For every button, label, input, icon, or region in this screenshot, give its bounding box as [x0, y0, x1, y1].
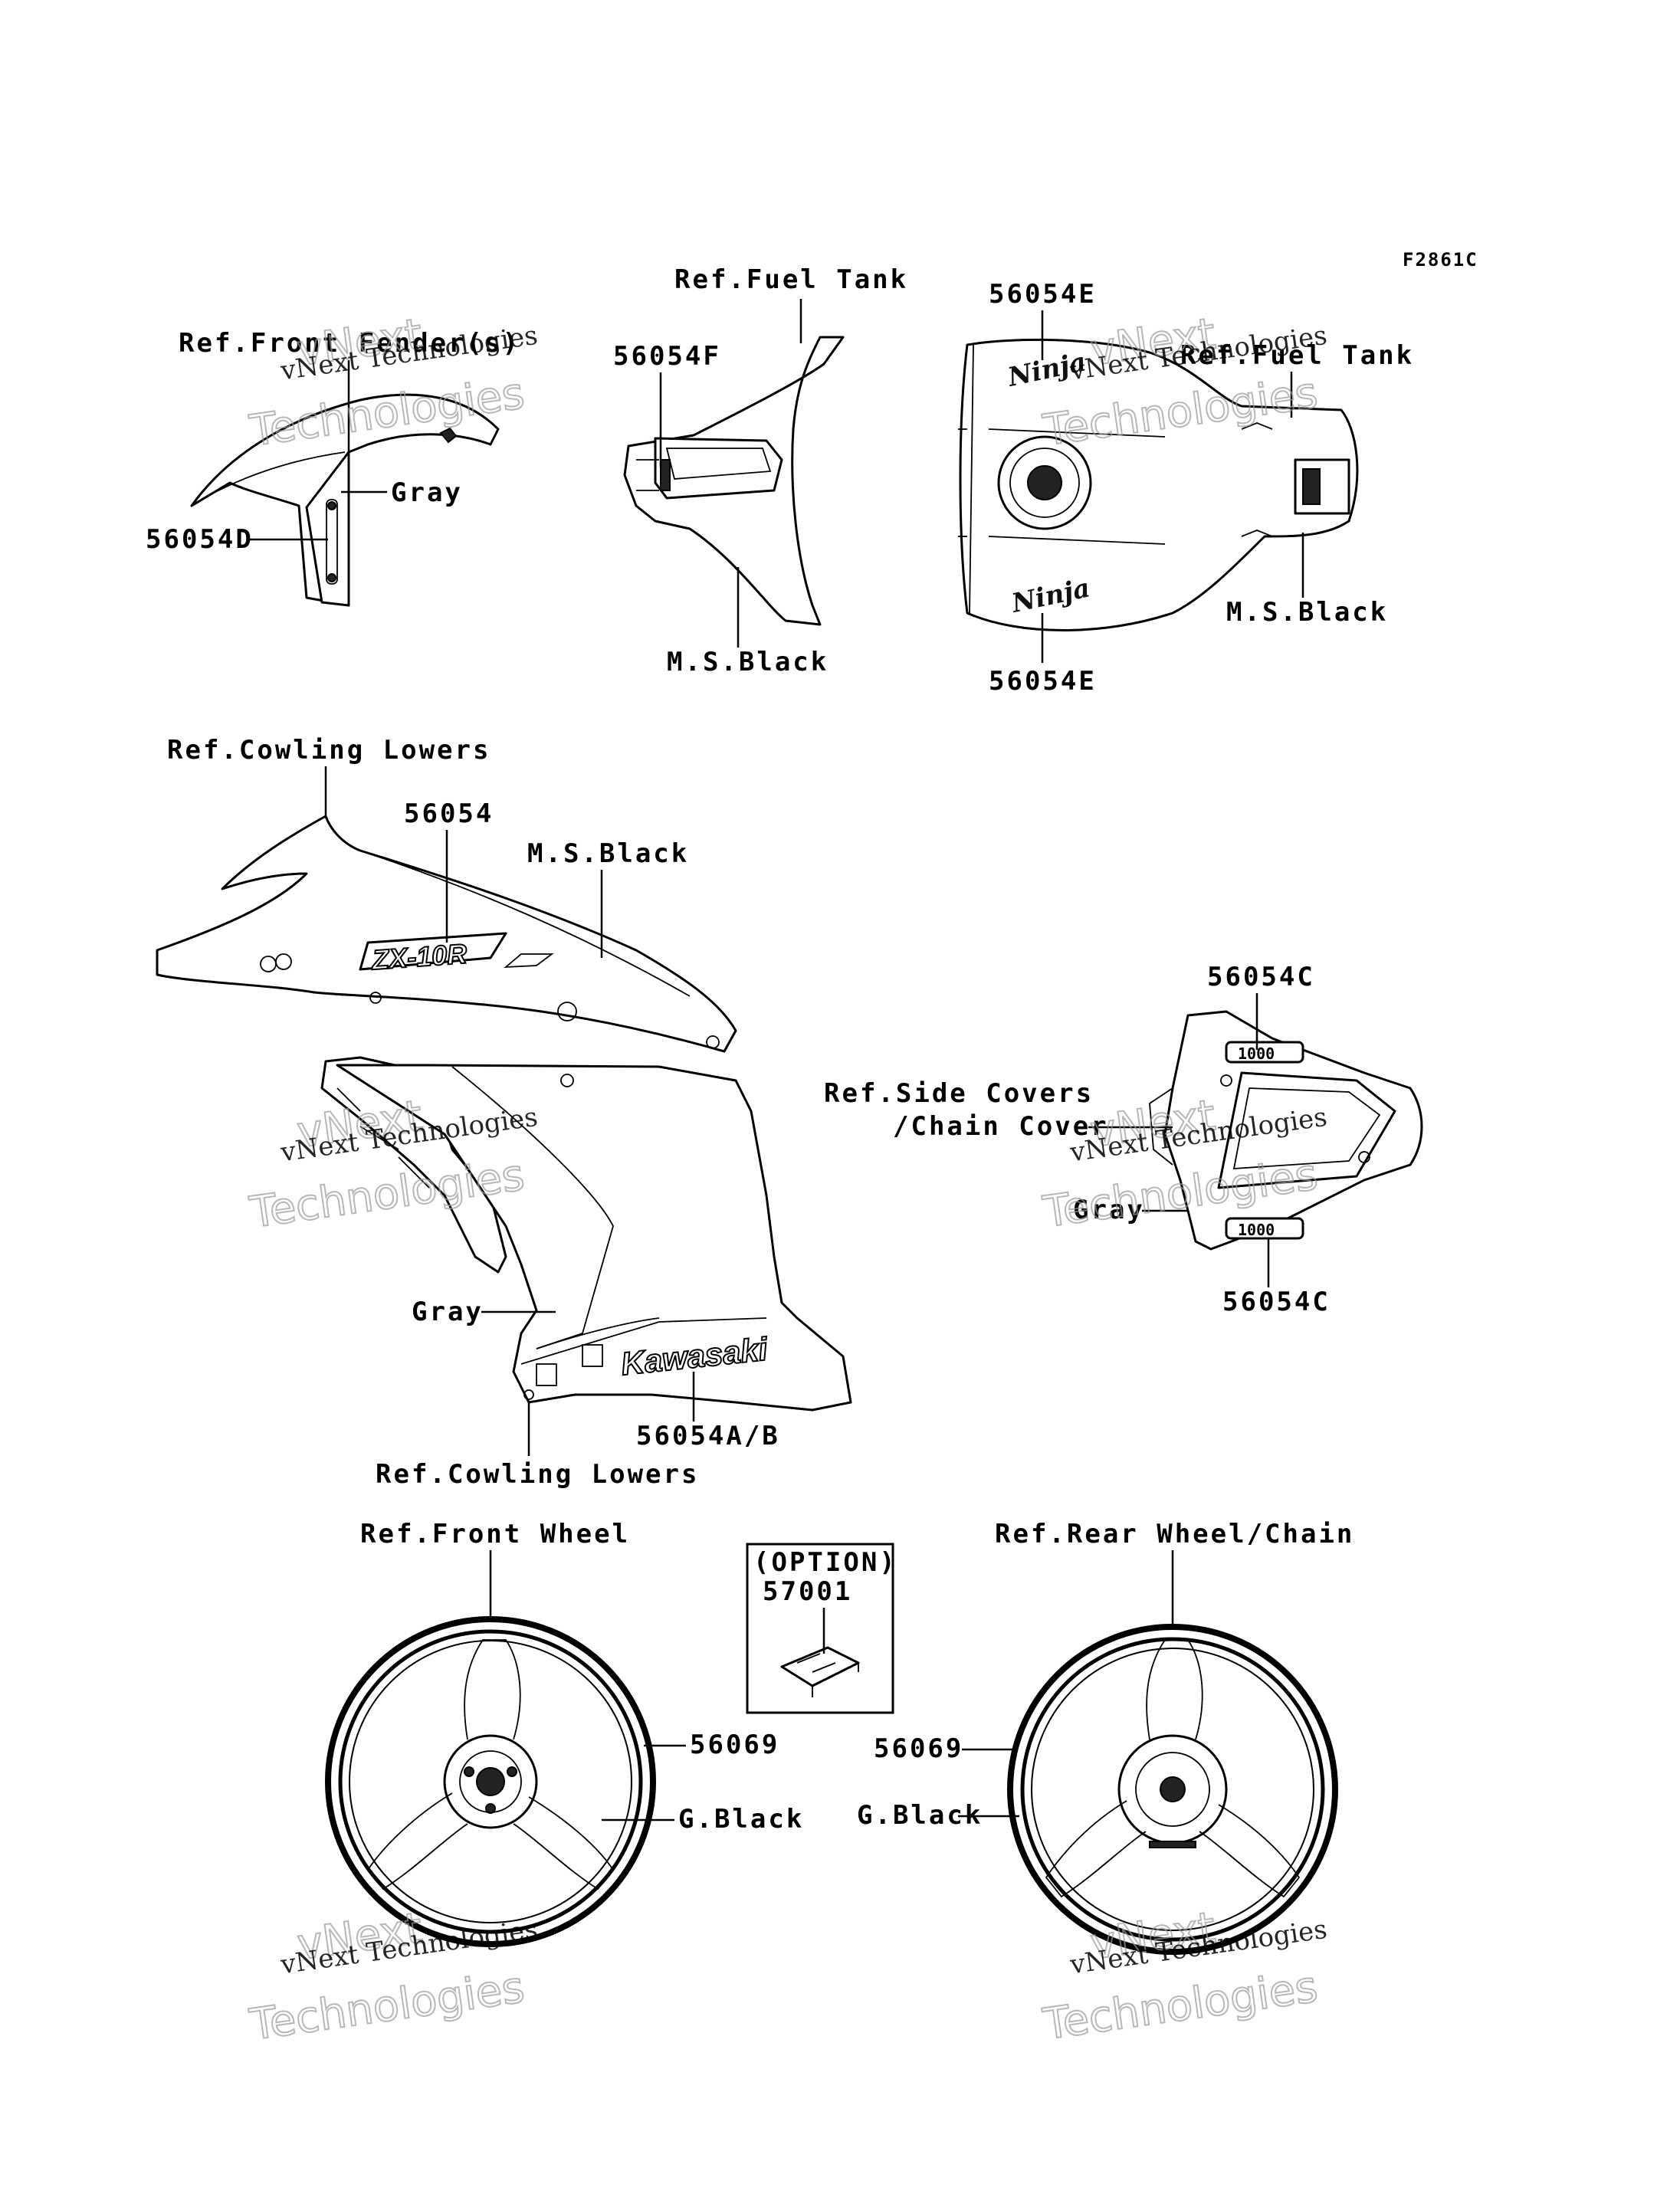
front-wheel-drawing [325, 1616, 656, 1947]
cowling-ref-lower-label: Ref.Cowling Lowers [376, 1459, 699, 1490]
rear-wheel-ref-label: Ref.Rear Wheel/Chain [995, 1519, 1354, 1549]
tank-cover-part-label: 56054F [613, 341, 721, 372]
tank-cover-drawing [623, 336, 845, 626]
front-fender-drawing [190, 393, 500, 607]
tank-part-bottom-label: 56054E [989, 666, 1097, 697]
side-cowling-drawing: Kawasaki [320, 1056, 852, 1412]
zx10r-decal: ZX-10R [370, 938, 468, 976]
front-fender-part-label: 56054D [146, 524, 254, 555]
watermark-6: vNext vNext Technologies Technologies [1039, 1902, 1329, 2051]
fuel-tank-ref-label-1: Ref.Fuel Tank [674, 264, 908, 295]
tail-cowl-drawing [1149, 1010, 1423, 1251]
side-cowl-part-label: 56054A/B [636, 1421, 780, 1451]
tail-badge-bottom: 1000 [1238, 1221, 1275, 1239]
option-box [746, 1543, 894, 1714]
tank-part-top-label: 56054E [989, 279, 1097, 310]
front-fender-ref-label: Ref.Front Fender(s) [179, 328, 520, 359]
watermark-1: vNext vNext Technologies Technologies [246, 309, 540, 457]
front-wheel-part-label: 56069 [690, 1730, 779, 1760]
cowling-ref-upper-label: Ref.Cowling Lowers [167, 735, 491, 766]
cowling-part-label: 56054 [404, 798, 494, 829]
cowling-color-label: M.S.Black [527, 838, 689, 869]
tail-part-top-label: 56054C [1207, 962, 1315, 992]
side-cowl-color-label: Gray [412, 1297, 484, 1327]
front-wheel-ref-label: Ref.Front Wheel [360, 1519, 630, 1549]
rear-wheel-part-label: 56069 [874, 1733, 963, 1764]
front-fender-color-label: Gray [391, 477, 463, 508]
figure-code: F2861C [1403, 249, 1478, 271]
side-covers-ref-label-2: /Chain Cover [893, 1111, 1109, 1142]
tail-badge-top: 1000 [1238, 1044, 1275, 1063]
tank-cover-color-label: M.S.Black [667, 647, 829, 677]
fuel-tank-drawing: Ninja Ninja [958, 338, 1359, 631]
tail-color-label: Gray [1073, 1195, 1145, 1225]
option-part-label: 57001 [763, 1576, 852, 1607]
rear-wheel-drawing [1007, 1624, 1338, 1955]
option-label: (OPTION) [753, 1547, 897, 1578]
watermark-5: vNext vNext Technologies Technologies [246, 1903, 540, 2051]
tank-color-label: M.S.Black [1226, 597, 1388, 628]
side-covers-ref-label-1: Ref.Side Covers [824, 1078, 1094, 1109]
fuel-tank-ref-label-2: Ref.Fuel Tank [1180, 340, 1414, 371]
tail-part-bottom-label: 56054C [1222, 1287, 1331, 1317]
front-wheel-color-label: G.Black [678, 1804, 804, 1835]
